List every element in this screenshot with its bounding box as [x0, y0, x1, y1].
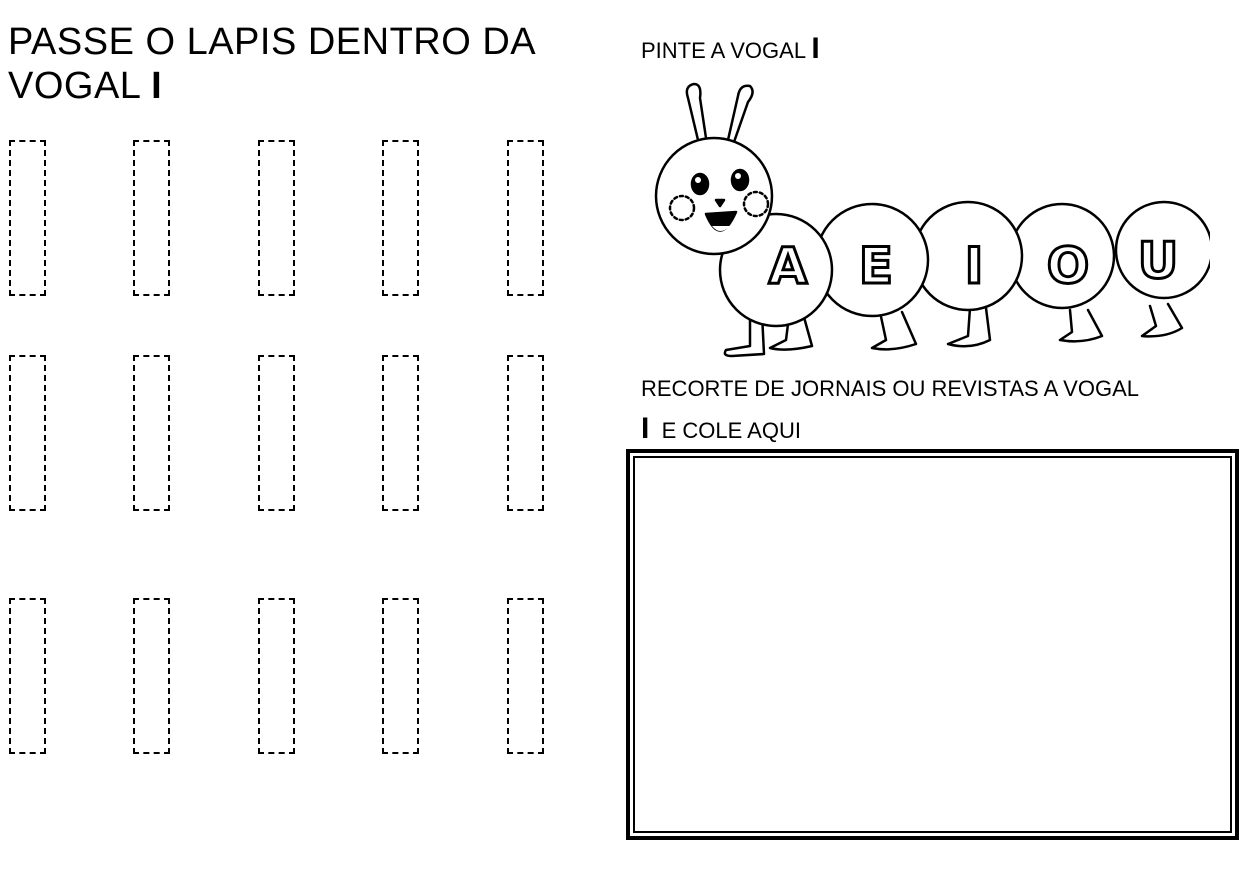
segment-letter-u: U — [1138, 232, 1179, 290]
antenna-left — [685, 82, 708, 142]
title-line-2: VOGAL — [8, 65, 141, 107]
cutout-instruction-line-1: RECORTE DE JORNAIS OU REVISTAS A VOGAL — [641, 376, 1139, 401]
paint-text: PINTE A VOGAL — [641, 38, 806, 63]
paste-area-box[interactable] — [626, 449, 1239, 840]
cutout-instruction-line-2: I E COLE AQUI — [641, 414, 801, 444]
trace-box[interactable] — [382, 598, 419, 754]
trace-box[interactable] — [9, 140, 46, 296]
segment-letter-o: O — [1047, 237, 1090, 295]
trace-box[interactable] — [133, 598, 170, 754]
trace-box[interactable] — [9, 598, 46, 754]
title-letter: I — [151, 65, 163, 107]
segment-letter-a: A — [769, 237, 808, 295]
cutout-letter: I — [641, 412, 650, 445]
trace-box[interactable] — [382, 140, 419, 296]
trace-box[interactable] — [133, 140, 170, 296]
trace-box[interactable] — [507, 355, 544, 511]
trace-box[interactable] — [133, 355, 170, 511]
trace-box[interactable] — [507, 598, 544, 754]
trace-box[interactable] — [258, 355, 295, 511]
cutout-text: E COLE AQUI — [661, 418, 801, 443]
trace-box[interactable] — [382, 355, 419, 511]
trace-box[interactable] — [258, 140, 295, 296]
paint-letter: I — [811, 32, 820, 65]
trace-box[interactable] — [507, 140, 544, 296]
trace-box[interactable] — [258, 598, 295, 754]
title-line-1: PASSE O LAPIS DENTRO DA — [8, 21, 537, 63]
trace-box[interactable] — [9, 355, 46, 511]
worksheet-title: PASSE O LAPIS DENTRO DA VOGAL I — [8, 20, 536, 108]
paint-instruction: PINTE A VOGAL I — [641, 34, 820, 64]
segment-letter-e: E — [859, 237, 893, 295]
antenna-right — [726, 84, 754, 144]
caterpillar-illustration: A E I O U — [654, 82, 1210, 358]
segment-letter-i: I — [965, 237, 984, 295]
